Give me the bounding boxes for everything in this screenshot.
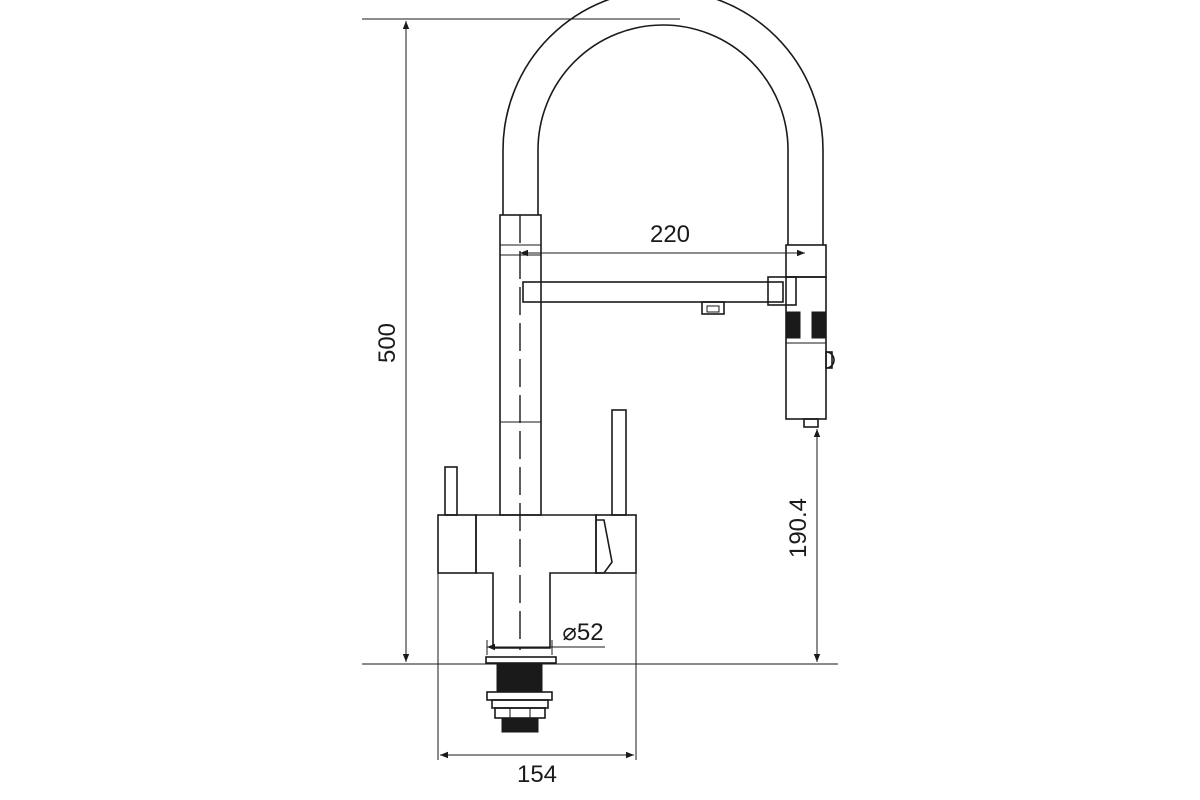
width-dimension-label: 154 xyxy=(517,761,557,788)
reach-dimension-label: 220 xyxy=(650,221,690,248)
filter-spout-arm xyxy=(522,276,797,315)
right-lever-handle xyxy=(611,409,627,516)
height-dimension-label: 500 xyxy=(374,323,401,363)
diameter-dimension-label: ⌀52 xyxy=(562,619,603,646)
gooseneck-hose xyxy=(502,0,824,245)
outlet-height-dimension-label: 190.4 xyxy=(785,498,812,558)
mounting-shank xyxy=(485,656,557,733)
left-lever-handle xyxy=(444,466,458,516)
spray-head xyxy=(785,244,835,428)
faucet-body xyxy=(437,514,637,760)
